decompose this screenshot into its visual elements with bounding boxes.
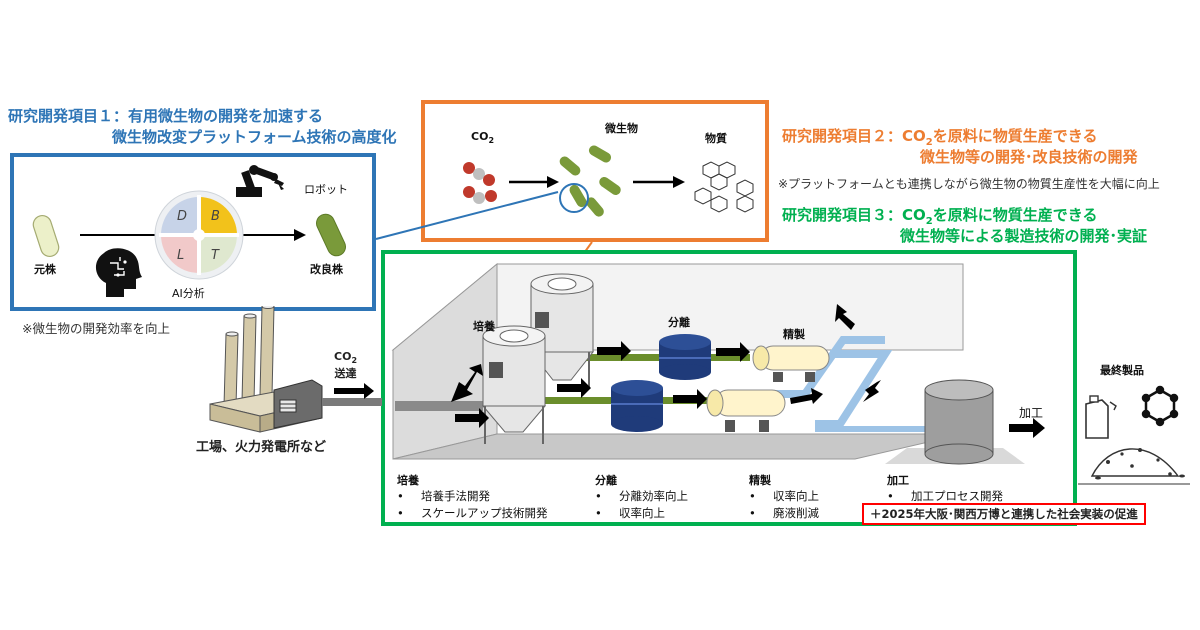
item2-diagram	[463, 145, 754, 217]
separation-unit-front	[611, 380, 663, 432]
item1-box: D B L T 元株 改良株 ロボット AI分析	[10, 153, 376, 311]
improved-strain-icon	[316, 213, 346, 257]
powder-icon	[1090, 448, 1185, 480]
label-final-product: 最終製品	[1100, 364, 1144, 377]
item3-title-line1: 研究開発項目３：CO2を原料に物質生産できる	[782, 206, 1098, 227]
label-purification: 精製	[783, 328, 805, 341]
substance-molecule-icon	[694, 161, 754, 213]
label-co2-transport: CO2 送達	[334, 350, 358, 381]
microbe-icon	[559, 145, 621, 217]
robot-arm-icon	[236, 165, 284, 197]
item1-diagram: D B L T	[32, 165, 346, 297]
bullet-item: スケールアップ技術開発	[397, 505, 548, 522]
purification-unit-front	[706, 389, 786, 432]
dbtl-b: B	[211, 209, 220, 224]
item2-note: ※プラットフォームとも連携しながら微生物の物質生産性を大幅に向上	[778, 177, 1160, 191]
bullet-item: 加工プロセス開発	[887, 488, 1003, 505]
label-improved-strain: 改良株	[310, 263, 343, 276]
original-strain-icon	[32, 214, 60, 258]
processing-tank	[885, 379, 1025, 465]
bullet-item: 培養手法開発	[397, 488, 548, 505]
dbtl-cycle-icon: D B L T	[154, 190, 244, 280]
label-factory: 工場、火力発電所など	[196, 440, 327, 455]
bullet-item: 分離効率向上	[595, 488, 688, 505]
cultivation-tank-front	[481, 325, 547, 444]
label-ai-analysis: AI分析	[172, 287, 205, 300]
bullet-item: 収率向上	[749, 488, 819, 505]
separation-unit-back	[659, 334, 711, 380]
polymer-icon	[1141, 385, 1179, 427]
label-robot: ロボット	[304, 183, 348, 196]
item2-title-line1: 研究開発項目２：CO2を原料に物質生産できる	[782, 127, 1098, 148]
bullets-purification: 精製 収率向上 廃液削減	[749, 472, 819, 522]
item1-title-line2: 微生物改変プラットフォーム技術の高度化	[112, 128, 397, 146]
label-separation: 分離	[668, 316, 690, 329]
bullet-item: 廃液削減	[749, 505, 819, 522]
canister-icon	[1085, 395, 1117, 439]
bullets-processing: 加工 加工プロセス開発	[887, 472, 1003, 505]
label-original-strain: 元株	[34, 263, 56, 276]
final-product-icon	[1078, 385, 1190, 485]
item3-title-line2: 微生物等による製造技術の開発･実証	[900, 227, 1148, 245]
factory-icon	[209, 306, 382, 433]
bullet-item: 収率向上	[595, 505, 688, 522]
purification-unit-back	[752, 345, 830, 382]
ai-head-icon	[95, 248, 142, 297]
dbtl-d: D	[177, 209, 187, 224]
label-processing-arrow: 加工	[1019, 406, 1044, 420]
item2-box: CO2 微生物 物質	[421, 100, 769, 242]
item1-title-line1: 研究開発項目１：有用微生物の開発を加速する	[8, 107, 324, 125]
dbtl-l: L	[177, 248, 184, 263]
dbtl-t: T	[211, 248, 220, 263]
label-microbe: 微生物	[605, 122, 638, 135]
process-arrows	[451, 304, 1045, 438]
label-substance: 物質	[705, 132, 727, 145]
bullets-cultivation: 培養 培養手法開発 スケールアップ技術開発	[397, 472, 548, 522]
expo-note: ＋2025年大阪･関西万博と連携した社会実装の促進	[862, 503, 1146, 525]
plant-diagram	[391, 262, 1045, 465]
label-co2: CO2	[471, 130, 495, 146]
item2-title-line2: 微生物等の開発･改良技術の開発	[920, 148, 1138, 166]
label-cultivation: 培養	[473, 320, 495, 333]
item3-box: 培養 分離 精製 加工 培養 培養手法開発 スケールアップ技術開発 分離 分離効…	[381, 250, 1077, 526]
bullets-separation: 分離 分離効率向上 収率向上	[595, 472, 688, 522]
item1-note: ※微生物の開発効率を向上	[22, 321, 170, 336]
cultivation-tank-back	[529, 273, 595, 389]
co2-molecule-icon	[463, 162, 497, 204]
